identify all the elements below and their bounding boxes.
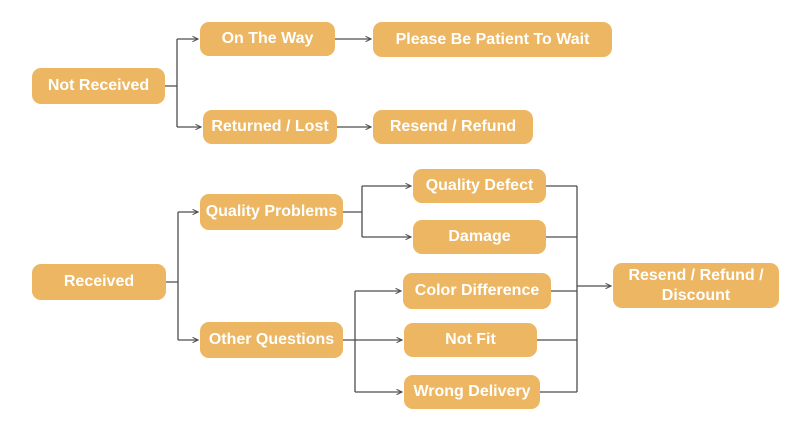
fork-quality-problems [343, 186, 363, 237]
node-wrong-delivery: Wrong Delivery [404, 375, 540, 409]
node-color-difference: Color Difference [403, 273, 551, 309]
node-quality-problems: Quality Problems [200, 194, 343, 230]
node-resend-refund-discount: Resend / Refund / Discount [613, 263, 779, 308]
node-received: Received [32, 264, 166, 300]
node-other-questions: Other Questions [200, 322, 343, 358]
fork-received [166, 212, 179, 340]
node-not-received: Not Received [32, 68, 165, 104]
node-please-be-patient: Please Be Patient To Wait [373, 22, 612, 57]
node-returned-lost: Returned / Lost [203, 110, 337, 144]
node-on-the-way: On The Way [200, 22, 335, 56]
fork-other-questions [343, 291, 356, 392]
fork-not-received [165, 39, 178, 127]
node-damage: Damage [413, 220, 546, 254]
node-resend-refund: Resend / Refund [373, 110, 533, 144]
node-quality-defect: Quality Defect [413, 169, 546, 203]
node-not-fit: Not Fit [404, 323, 537, 357]
